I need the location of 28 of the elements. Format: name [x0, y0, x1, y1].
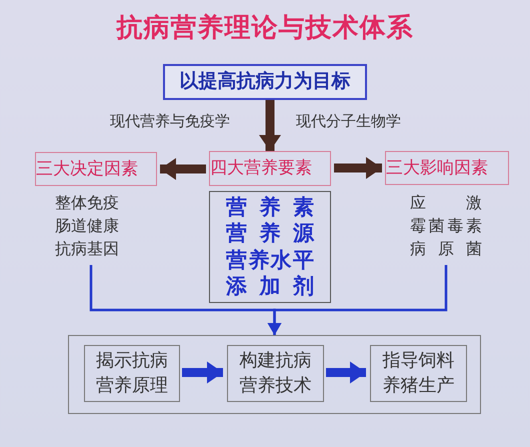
list-item: 霉菌毒素: [410, 216, 482, 236]
factor-box: 三大决定因素: [35, 152, 157, 186]
list-item: 肠道健康: [55, 216, 120, 236]
list-item: 营养水平: [226, 248, 314, 273]
box-frame: [68, 335, 481, 414]
list-item: 病原菌: [410, 239, 482, 259]
element-list-box: [209, 191, 331, 303]
list-item: 营养源: [226, 221, 314, 246]
arrow: [326, 362, 366, 384]
arrow: [160, 158, 206, 180]
step-box: 揭示抗病营养原理: [84, 345, 180, 402]
arrow: [268, 265, 448, 335]
arrow: [182, 362, 223, 384]
list-item: 整体免疫: [55, 193, 120, 212]
list-item: 营养素: [226, 195, 314, 220]
diagram-title: 抗病营养理论与技术体系: [114, 12, 414, 45]
factor-box: 三大影响因素: [385, 151, 509, 185]
factor-box: 四大营养要素: [209, 151, 331, 186]
list-item: 应激: [410, 193, 482, 212]
list-item: 抗病基因: [55, 239, 120, 259]
step-box: 指导饲料养猪生产: [370, 345, 467, 402]
arrow: [259, 100, 281, 151]
discipline-label: 现代分子生物学: [296, 112, 401, 131]
step-box: 构建抗病营养技术: [227, 345, 324, 402]
list-item: 添加剂: [226, 274, 314, 299]
goal-box: 以提高抗病力为目标: [163, 64, 367, 100]
arrow: [334, 157, 382, 179]
discipline-label: 现代营养与免疫学: [110, 112, 230, 131]
